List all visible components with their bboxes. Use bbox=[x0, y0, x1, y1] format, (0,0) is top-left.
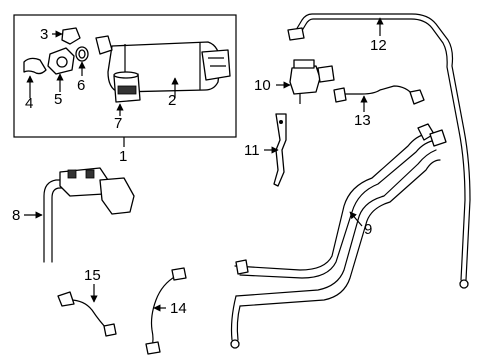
callout-6: 6 bbox=[77, 77, 85, 94]
callout-9: 9 bbox=[364, 221, 372, 238]
part-purge-solenoid[interactable] bbox=[289, 59, 335, 104]
callout-8: 8 bbox=[12, 207, 20, 224]
callout-12: 12 bbox=[370, 37, 387, 54]
part-valve[interactable] bbox=[47, 47, 75, 75]
callout-11: 11 bbox=[244, 142, 260, 159]
callout-4: 4 bbox=[25, 95, 33, 112]
leader-lines bbox=[24, 17, 384, 312]
callout-10: 10 bbox=[254, 77, 271, 94]
part-hose-small[interactable] bbox=[23, 57, 47, 75]
part-long-tube[interactable] bbox=[287, 13, 471, 289]
part-oxygen-sensor-downstream[interactable] bbox=[145, 267, 187, 355]
callout-7: 7 bbox=[114, 115, 122, 132]
callout-3: 3 bbox=[40, 26, 48, 43]
part-filter[interactable] bbox=[113, 71, 141, 103]
part-o-ring[interactable] bbox=[75, 46, 89, 62]
callout-1: 1 bbox=[119, 148, 127, 165]
callout-2: 2 bbox=[168, 92, 176, 109]
canister-assembly-frame bbox=[13, 14, 237, 138]
callout-13: 13 bbox=[354, 112, 371, 129]
callout-15: 15 bbox=[84, 267, 101, 284]
callout-14: 14 bbox=[170, 300, 187, 317]
callout-5: 5 bbox=[54, 91, 62, 108]
part-vent-valve[interactable] bbox=[43, 167, 135, 263]
part-oxygen-sensor-upstream[interactable] bbox=[57, 291, 117, 337]
part-clip[interactable] bbox=[61, 27, 81, 45]
part-short-line[interactable] bbox=[333, 85, 425, 105]
part-vapor-lines[interactable] bbox=[230, 123, 447, 349]
